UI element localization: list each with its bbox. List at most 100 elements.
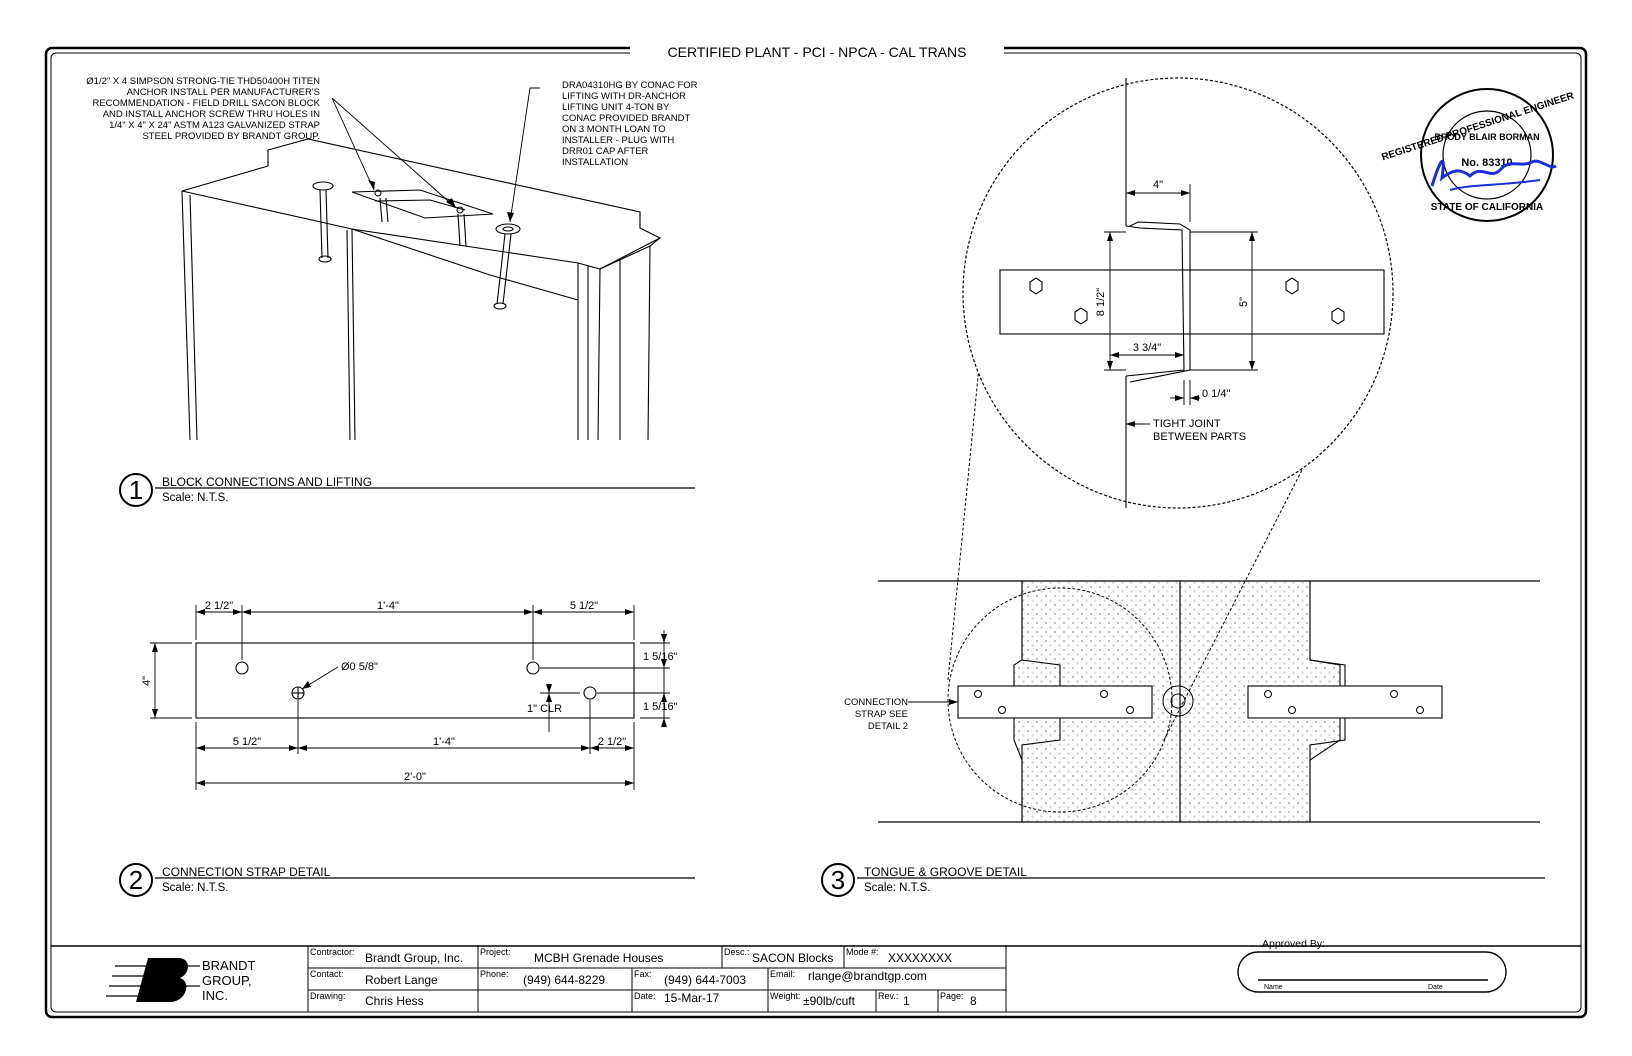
svg-text:No. 83310: No. 83310 (1461, 157, 1512, 169)
svg-text:5 1/2": 5 1/2" (570, 600, 598, 612)
svg-text:1" CLR: 1" CLR (527, 703, 562, 715)
block-isometric-drawing (181, 87, 662, 441)
svg-text:Robert Lange: Robert Lange (365, 973, 438, 987)
svg-text:Scale: N.T.S.: Scale: N.T.S. (864, 882, 930, 894)
svg-text:1: 1 (129, 475, 143, 505)
svg-text:MCBH Grenade Houses: MCBH Grenade Houses (534, 951, 663, 965)
svg-text:SACON Blocks: SACON Blocks (752, 951, 833, 965)
engineer-seal: REGISTERED PROFESSIONAL ENGINEER BRODY B… (1380, 88, 1576, 222)
svg-text:BETWEEN PARTS: BETWEEN PARTS (1153, 431, 1246, 443)
svg-text:8 1/2": 8 1/2" (1095, 288, 1107, 316)
svg-text:2'-0": 2'-0" (404, 771, 426, 783)
svg-text:STEEL PROVIDED BY BRANDT GROUP: STEEL PROVIDED BY BRANDT GROUP. (142, 131, 320, 142)
svg-text:0 1/4": 0 1/4" (1202, 388, 1230, 400)
svg-text:Ø0 5/8": Ø0 5/8" (341, 661, 378, 673)
svg-text:INSTALLATION: INSTALLATION (562, 157, 628, 168)
svg-text:CONNECTION STRAP DETAIL: CONNECTION STRAP DETAIL (162, 865, 331, 879)
lifting-anchor-note: DRA04310HG BY CONAC FOR LIFTING WITH DR-… (562, 80, 698, 168)
svg-text:DRA04310HG BY CONAC FOR: DRA04310HG BY CONAC FOR (562, 80, 698, 91)
svg-text:AND INSTALL ANCHOR SCREW THRU: AND INSTALL ANCHOR SCREW THRU HOLES IN (103, 109, 320, 120)
svg-text:rlange@brandtgp.com: rlange@brandtgp.com (808, 969, 927, 983)
tongue-groove-section (878, 255, 1540, 823)
svg-text:1'-4": 1'-4" (377, 600, 399, 612)
svg-text:1'-4": 1'-4" (433, 736, 455, 748)
svg-text:Ø1/2" X 4 SIMPSON STRONG-TIE T: Ø1/2" X 4 SIMPSON STRONG-TIE THD50400H T… (86, 76, 320, 87)
svg-text:(949) 644-7003: (949) 644-7003 (664, 973, 746, 987)
svg-text:Date: Date (1428, 984, 1443, 991)
svg-text:GROUP,: GROUP, (202, 973, 252, 988)
svg-text:Desc.:: Desc.: (724, 947, 750, 957)
svg-text:1/4" X 4" X 24" ASTM A123 GALV: 1/4" X 4" X 24" ASTM A123 GALVANIZED STR… (109, 120, 320, 131)
svg-text:2 1/2": 2 1/2" (598, 736, 626, 748)
svg-text:Brandt Group, Inc.: Brandt Group, Inc. (365, 951, 463, 965)
connection-strap-plan (195, 642, 635, 719)
svg-text:8: 8 (970, 994, 977, 1008)
svg-text:(949) 644-8229: (949) 644-8229 (523, 973, 605, 987)
svg-text:INC.: INC. (202, 988, 228, 1003)
svg-text:Chris Hess: Chris Hess (365, 994, 424, 1008)
svg-text:STATE OF CALIFORNIA: STATE OF CALIFORNIA (1431, 202, 1543, 213)
svg-text:1: 1 (903, 994, 910, 1008)
svg-text:CONNECTION: CONNECTION (844, 697, 908, 708)
approval-box: Approved By: Name Date (1237, 938, 1507, 993)
svg-text:TIGHT JOINT: TIGHT JOINT (1153, 418, 1221, 430)
svg-text:INSTALLER - PLUG WITH: INSTALLER - PLUG WITH (562, 135, 674, 146)
svg-text:BRODY BLAIR BORMAN: BRODY BLAIR BORMAN (1434, 132, 1539, 142)
svg-text:DETAIL 2: DETAIL 2 (868, 721, 908, 732)
svg-text:BRANDT: BRANDT (202, 958, 256, 973)
svg-text:Weight:: Weight: (770, 991, 800, 1001)
leader-arrowheads (368, 180, 514, 222)
svg-text:ANCHOR INSTALL PER MANUFACTURE: ANCHOR INSTALL PER MANUFACTURER'S (127, 87, 320, 98)
title-block-fields: Contractor: Brandt Group, Inc. Project: … (310, 947, 977, 1008)
svg-text:1 5/16": 1 5/16" (643, 701, 678, 713)
svg-text:ON 3 MONTH LOAN TO: ON 3 MONTH LOAN TO (562, 124, 666, 135)
svg-text:±90lb/cuft: ±90lb/cuft (803, 994, 856, 1008)
svg-text:RECOMMENDATION - FIELD DRILL S: RECOMMENDATION - FIELD DRILL SACON BLOCK (92, 98, 320, 109)
strap-callout-label: CONNECTION STRAP SEE DETAIL 2 (844, 697, 908, 732)
svg-text:LIFTING UNIT 4-TON BY: LIFTING UNIT 4-TON BY (562, 102, 670, 113)
svg-text:5": 5" (1238, 297, 1250, 307)
svg-text:3: 3 (831, 865, 845, 895)
joint-enlargement: 4" 8 1/2" 5" 3 3/4" 0 1/4" TIGHT JOINT B… (962, 77, 1394, 509)
svg-text:Contractor:: Contractor: (310, 947, 355, 957)
company-logo: BRANDT GROUP, INC. (106, 958, 256, 1003)
svg-text:4": 4" (141, 676, 153, 686)
certification-banner: CERTIFIED PLANT - PCI - NPCA - CAL TRANS (668, 44, 967, 60)
detail-3-title: 3 TONGUE & GROOVE DETAIL Scale: N.T.S. (821, 863, 1545, 897)
svg-text:Drawing:: Drawing: (310, 991, 346, 1001)
svg-text:Page:: Page: (940, 991, 964, 1001)
svg-text:Phone:: Phone: (480, 969, 509, 979)
svg-text:Scale: N.T.S.: Scale: N.T.S. (162, 492, 228, 504)
svg-text:CONAC PROVIDED BRANDT: CONAC PROVIDED BRANDT (562, 113, 690, 124)
svg-text:Scale: N.T.S.: Scale: N.T.S. (162, 882, 228, 894)
svg-text:BLOCK CONNECTIONS AND LIFTING: BLOCK CONNECTIONS AND LIFTING (162, 475, 372, 489)
svg-text:Email:: Email: (770, 969, 795, 979)
svg-text:Fax:: Fax: (634, 969, 652, 979)
svg-text:Name: Name (1264, 984, 1283, 991)
detail-2-title: 2 CONNECTION STRAP DETAIL Scale: N.T.S. (119, 863, 695, 897)
svg-text:Contact:: Contact: (310, 969, 344, 979)
svg-text:Project:: Project: (480, 947, 511, 957)
svg-text:1 5/16": 1 5/16" (643, 651, 678, 663)
svg-text:2 1/2": 2 1/2" (205, 600, 233, 612)
svg-text:Rev.:: Rev.: (878, 991, 898, 1001)
svg-text:15-Mar-17: 15-Mar-17 (664, 991, 720, 1005)
anchor-note: Ø1/2" X 4 SIMPSON STRONG-TIE THD50400H T… (86, 76, 320, 142)
svg-text:XXXXXXXX: XXXXXXXX (888, 951, 952, 965)
strap-dimension-arrows (152, 609, 667, 786)
svg-text:STRAP SEE: STRAP SEE (855, 709, 908, 720)
svg-text:2: 2 (129, 865, 143, 895)
svg-text:TONGUE & GROOVE DETAIL: TONGUE & GROOVE DETAIL (864, 865, 1027, 879)
svg-text:Date:: Date: (634, 991, 656, 1001)
strap-dimensions (150, 605, 670, 790)
svg-text:Approved By:: Approved By: (1262, 938, 1325, 950)
svg-text:4": 4" (1153, 179, 1163, 191)
detail-1-title: 1 BLOCK CONNECTIONS AND LIFTING Scale: N… (119, 473, 695, 507)
svg-text:DRR01 CAP AFTER: DRR01 CAP AFTER (562, 146, 649, 157)
strap-dimension-labels: 2 1/2" 1'-4" 5 1/2" 4" Ø0 5/8" 1 5/16" 1… (141, 600, 678, 783)
title-block (51, 945, 1581, 1012)
svg-text:5 1/2": 5 1/2" (233, 736, 261, 748)
svg-text:LIFTING WITH DR-ANCHOR: LIFTING WITH DR-ANCHOR (562, 91, 686, 102)
svg-text:Mode #:: Mode #: (846, 947, 879, 957)
svg-text:3 3/4": 3 3/4" (1133, 342, 1161, 354)
